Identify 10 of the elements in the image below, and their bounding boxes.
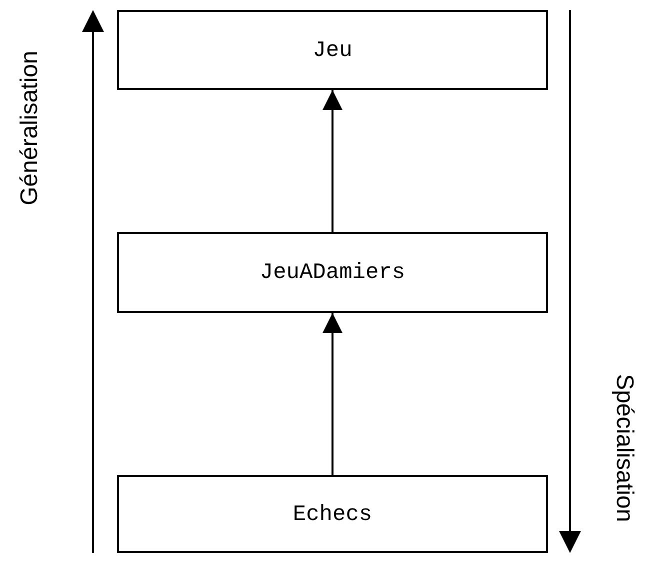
class-name: Jeu [312,36,352,64]
class-box [117,10,548,90]
class-name: Echecs [292,500,372,528]
class-name: JeuADamiers [260,259,406,287]
class-box [117,232,548,313]
axis-label: Généralisation [18,50,42,206]
arrow [322,90,342,232]
axis-label: Spécialisation [612,374,636,522]
class-box [117,475,548,553]
arrow [322,313,342,475]
